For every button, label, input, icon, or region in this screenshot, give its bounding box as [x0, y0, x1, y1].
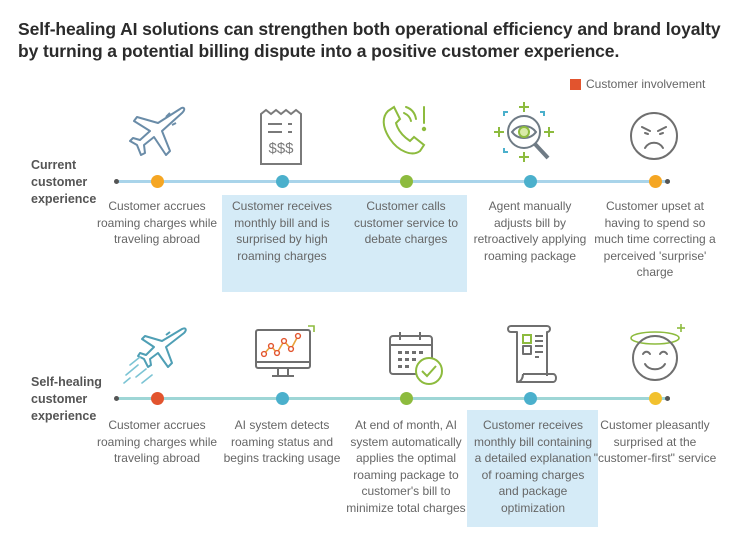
step-node	[649, 175, 662, 188]
airplane-icon	[129, 106, 186, 156]
angry-face-icon	[630, 112, 678, 160]
row-label-line: Self-healing	[31, 375, 102, 389]
receipt-bill-icon: $$$	[260, 108, 302, 165]
timeline-end-dot	[665, 396, 670, 401]
step-node	[524, 392, 537, 405]
step-text: AI system detects roaming status and beg…	[223, 418, 341, 465]
row-label-line: customer	[31, 175, 88, 189]
step-node	[524, 175, 537, 188]
step-text: Customer upset at having to spend so muc…	[594, 199, 716, 279]
customer-involvement-highlight	[467, 410, 598, 527]
monitor-chart-icon	[255, 325, 315, 377]
timeline-end-dot	[665, 179, 670, 184]
timeline-current	[117, 180, 670, 183]
happy-angel-face-icon	[630, 324, 685, 381]
step-node	[151, 392, 164, 405]
timeline-start-dot	[114, 396, 119, 401]
row-label-line: experience	[31, 409, 97, 423]
legend-label: Customer involvement	[586, 77, 706, 91]
step-text: At end of month, AI system automatically…	[346, 418, 466, 515]
step-text: Customer accrues roaming charges while t…	[96, 418, 218, 465]
step-node	[400, 175, 413, 188]
step-text: Customer calls customer service to debat…	[353, 199, 459, 246]
svg-text:$$$: $$$	[268, 140, 294, 157]
calendar-check-icon	[389, 332, 443, 385]
step-text: Customer accrues roaming charges while t…	[96, 199, 218, 246]
legend-swatch	[570, 78, 581, 90]
legend: Customer involvement	[570, 77, 705, 91]
step-node	[649, 392, 662, 405]
row-label-line: customer	[31, 392, 88, 406]
infographic-title: Self-healing AI solutions can strengthen…	[18, 19, 721, 61]
step-node	[276, 175, 289, 188]
step-text: Customer receives monthly bill containin…	[473, 418, 593, 515]
step-text: Customer receives monthly bill and is su…	[231, 199, 333, 263]
customer-involvement-highlight	[222, 195, 467, 292]
step-text: Customer pleasantly surprised at the "cu…	[593, 418, 717, 465]
magnifier-eye-icon	[494, 102, 554, 162]
row-label-current: Current customer experience	[31, 157, 96, 208]
row-label-line: Current	[31, 158, 77, 172]
document-scroll-icon	[507, 325, 557, 383]
row-label-self-healing: Self-healing customer experience	[31, 374, 102, 425]
step-node	[276, 392, 289, 405]
timeline-start-dot	[114, 179, 119, 184]
step-node	[400, 392, 413, 405]
step-node	[151, 175, 164, 188]
airplane-speed-icon	[123, 327, 187, 384]
step-text: Agent manually adjusts bill by retroacti…	[473, 199, 587, 263]
row-label-line: experience	[31, 192, 97, 206]
phone-alert-icon	[382, 105, 427, 155]
timeline-self-healing	[117, 397, 670, 400]
